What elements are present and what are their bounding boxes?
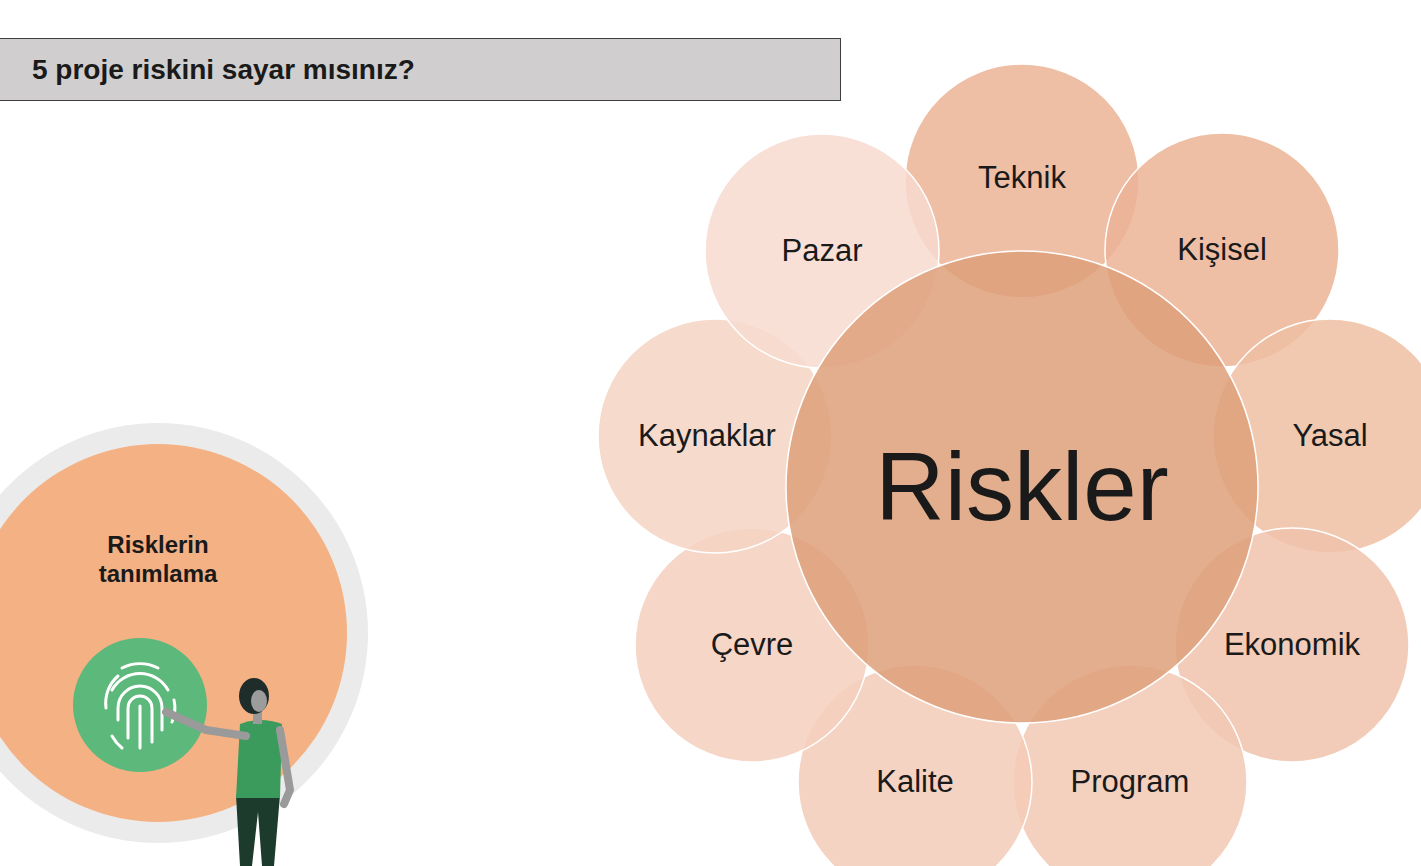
title-bar: 5 proje riskini sayar mısınız? — [0, 38, 841, 101]
text-group: Teknik — [978, 159, 1066, 196]
title-text: 5 proje riskini sayar mısınız? — [0, 39, 840, 100]
fingerprint-arc — [139, 706, 142, 748]
fingerprint-arc — [106, 676, 118, 708]
text-group: Program — [1071, 763, 1190, 800]
text-group: Pazar — [782, 232, 863, 269]
circle-shape — [705, 134, 939, 368]
circle-label: Kalite — [876, 763, 954, 800]
fingerprint-arc — [122, 664, 158, 668]
circle-label: Kaynaklar — [638, 417, 776, 454]
circle-outline — [0, 443, 348, 823]
circle-label: Risklerin tanımlama — [68, 531, 248, 589]
hub-label: Riskler — [875, 429, 1168, 544]
circle-shape — [905, 64, 1139, 298]
circle-shape — [0, 444, 347, 822]
text-group: Kişisel — [1177, 231, 1267, 268]
figure-pointing-arm — [166, 712, 246, 736]
fingerprint-lines — [106, 664, 175, 748]
grey-ring — [0, 423, 368, 843]
text-group: Kaynaklar — [638, 417, 776, 454]
icon-disc — [73, 638, 207, 772]
circle-label: Çevre — [711, 626, 794, 663]
woman-figure — [166, 678, 290, 866]
figure-arm — [280, 730, 290, 804]
circle-shape — [786, 251, 1258, 723]
fingerprint-arc — [112, 673, 168, 690]
figure-face — [251, 690, 267, 712]
hub-circle: Riskler — [785, 250, 1259, 724]
circle-label: Pazar — [782, 232, 863, 269]
text-group: Riskler — [875, 429, 1168, 544]
fingerprint-arc — [112, 736, 122, 748]
circle-label: Yasal — [1292, 417, 1367, 454]
text-group: Risklerin tanımlama — [68, 531, 248, 589]
circle-label: Program — [1071, 763, 1190, 800]
text-group: Kalite — [876, 763, 954, 800]
circle-label: Kişisel — [1177, 231, 1267, 268]
circle-shape — [1013, 665, 1247, 866]
circle-label: Teknik — [978, 159, 1066, 196]
text-group: Yasal — [1292, 417, 1367, 454]
text-group: Çevre — [711, 626, 794, 663]
circle-shape — [635, 528, 869, 762]
fingerprint-icon — [73, 638, 207, 772]
text-group: Ekonomik — [1224, 626, 1360, 663]
figure-trousers — [236, 795, 280, 866]
circle-shape — [1213, 319, 1421, 553]
figure-hair — [239, 678, 269, 714]
circle-label: Ekonomik — [1224, 626, 1360, 663]
stage-circle: Risklerin tanımlama — [0, 443, 348, 823]
